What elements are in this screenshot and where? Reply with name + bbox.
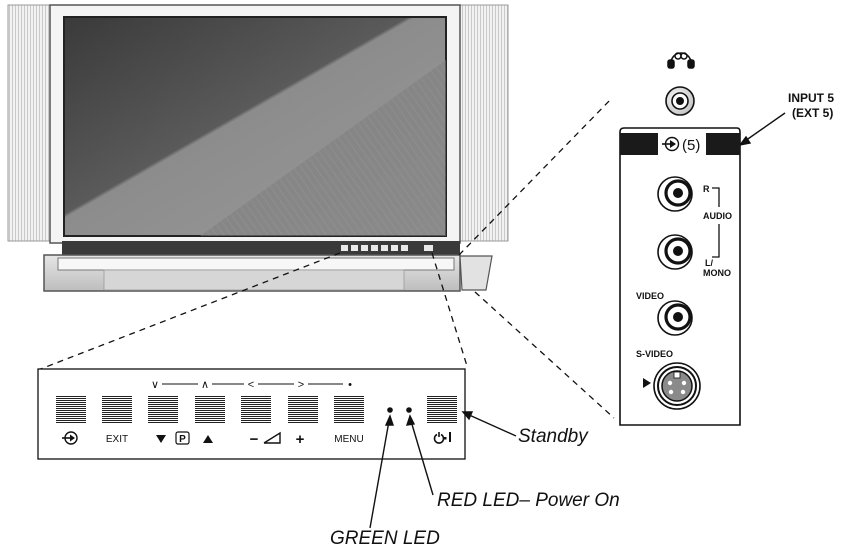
audio-label: AUDIO: [703, 211, 732, 221]
nav-right-symbol: >: [298, 379, 304, 391]
exit-button[interactable]: [102, 396, 132, 423]
menu-label: MENU: [334, 434, 363, 445]
input5-annotation-line2: (EXT 5): [792, 106, 834, 120]
program-down-button[interactable]: [148, 396, 178, 423]
red-led: [406, 407, 412, 413]
up-triangle-icon: [203, 435, 213, 443]
menu-button[interactable]: [334, 396, 364, 423]
nav-select-symbol: •: [348, 379, 352, 391]
volume-ramp-icon: [263, 431, 281, 444]
side-flap: [459, 255, 493, 291]
power-icon: [433, 432, 451, 444]
front-panel: ∨ ∧ < > •: [37, 368, 466, 460]
left-speaker: [7, 4, 51, 242]
standby-button[interactable]: [427, 396, 457, 423]
volume-plus-label: +: [296, 431, 305, 448]
green-led: [387, 407, 393, 413]
nav-legend: ∨ ∧ < > •: [151, 379, 352, 391]
nav-left-symbol: <: [248, 379, 254, 391]
input5-annotation-line1: INPUT 5: [788, 91, 835, 105]
audio-r-label: R: [703, 184, 710, 194]
svideo-pointer-icon: [643, 378, 651, 388]
audio-l-label-line1: L/: [705, 258, 713, 268]
input-arrow-icon: [662, 136, 680, 152]
strip-buttons: [341, 245, 433, 251]
annotation-arrows: [369, 112, 786, 529]
input-button[interactable]: [56, 396, 86, 423]
input-arrow-icon: [62, 431, 78, 445]
standby-annotation: Standby: [518, 426, 588, 447]
video-label: VIDEO: [636, 291, 664, 301]
volume-minus-label: −: [250, 431, 259, 448]
program-up-button[interactable]: [195, 396, 225, 423]
input5-annotation: INPUT 5 (EXT 5): [788, 91, 834, 121]
input5-panel-label: (5): [682, 137, 700, 154]
projection-lines: [37, 97, 615, 419]
panel-buttons: [56, 396, 457, 423]
down-triangle-icon: [156, 435, 166, 443]
audio-r-jack[interactable]: [657, 176, 693, 212]
red-led-annotation: RED LED– Power On: [437, 490, 620, 511]
volume-up-button[interactable]: [288, 396, 318, 423]
volume-down-button[interactable]: [241, 396, 271, 423]
program-label: P: [179, 434, 186, 445]
video-jack[interactable]: [657, 300, 693, 336]
headphone-jack[interactable]: [665, 86, 695, 116]
headphone-icon: [667, 52, 695, 69]
nav-down-symbol: ∨: [151, 379, 159, 391]
audio-l-label-line2: MONO: [703, 268, 731, 278]
exit-label: EXIT: [106, 434, 128, 445]
side-connector-panel: (5) R AUDIO L/ MONO VIDEO S-VIDEO: [619, 52, 741, 426]
right-speaker: [459, 4, 509, 242]
svideo-jack[interactable]: [653, 362, 701, 410]
audio-l-jack[interactable]: [657, 234, 693, 270]
tv-set: [7, 4, 509, 292]
svideo-label: S-VIDEO: [636, 349, 673, 359]
nav-up-symbol: ∧: [201, 379, 209, 391]
control-strip: [62, 241, 460, 255]
green-led-annotation: GREEN LED: [330, 528, 440, 549]
